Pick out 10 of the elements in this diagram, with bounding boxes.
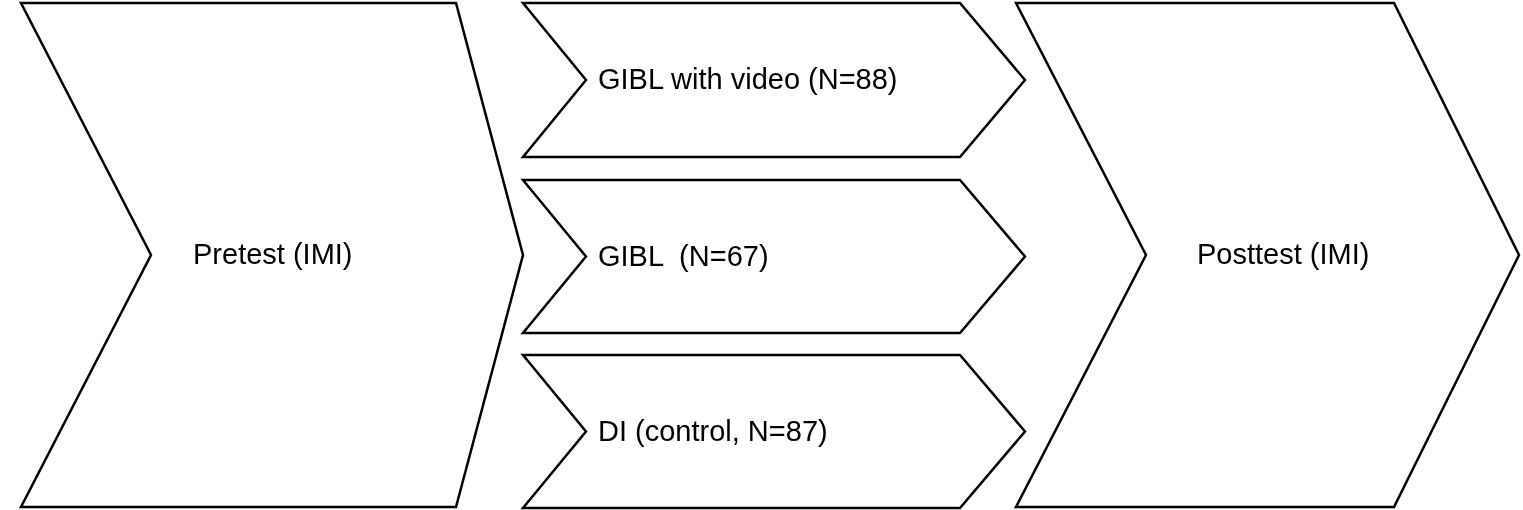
chevron-shape <box>523 355 1025 508</box>
stage-label: DI (control, N=87) <box>598 413 828 449</box>
stage-label: Pretest (IMI) <box>193 237 353 273</box>
stage-label: GIBL with video (N=88) <box>598 62 898 98</box>
chevron-shape <box>21 3 523 507</box>
chevron-shape <box>1016 3 1519 507</box>
chevron-shape <box>523 3 1025 157</box>
stage-label: Posttest (IMI) <box>1197 237 1370 273</box>
chevron-shape <box>523 180 1025 333</box>
stage-label: GIBL (N=67) <box>598 238 769 274</box>
